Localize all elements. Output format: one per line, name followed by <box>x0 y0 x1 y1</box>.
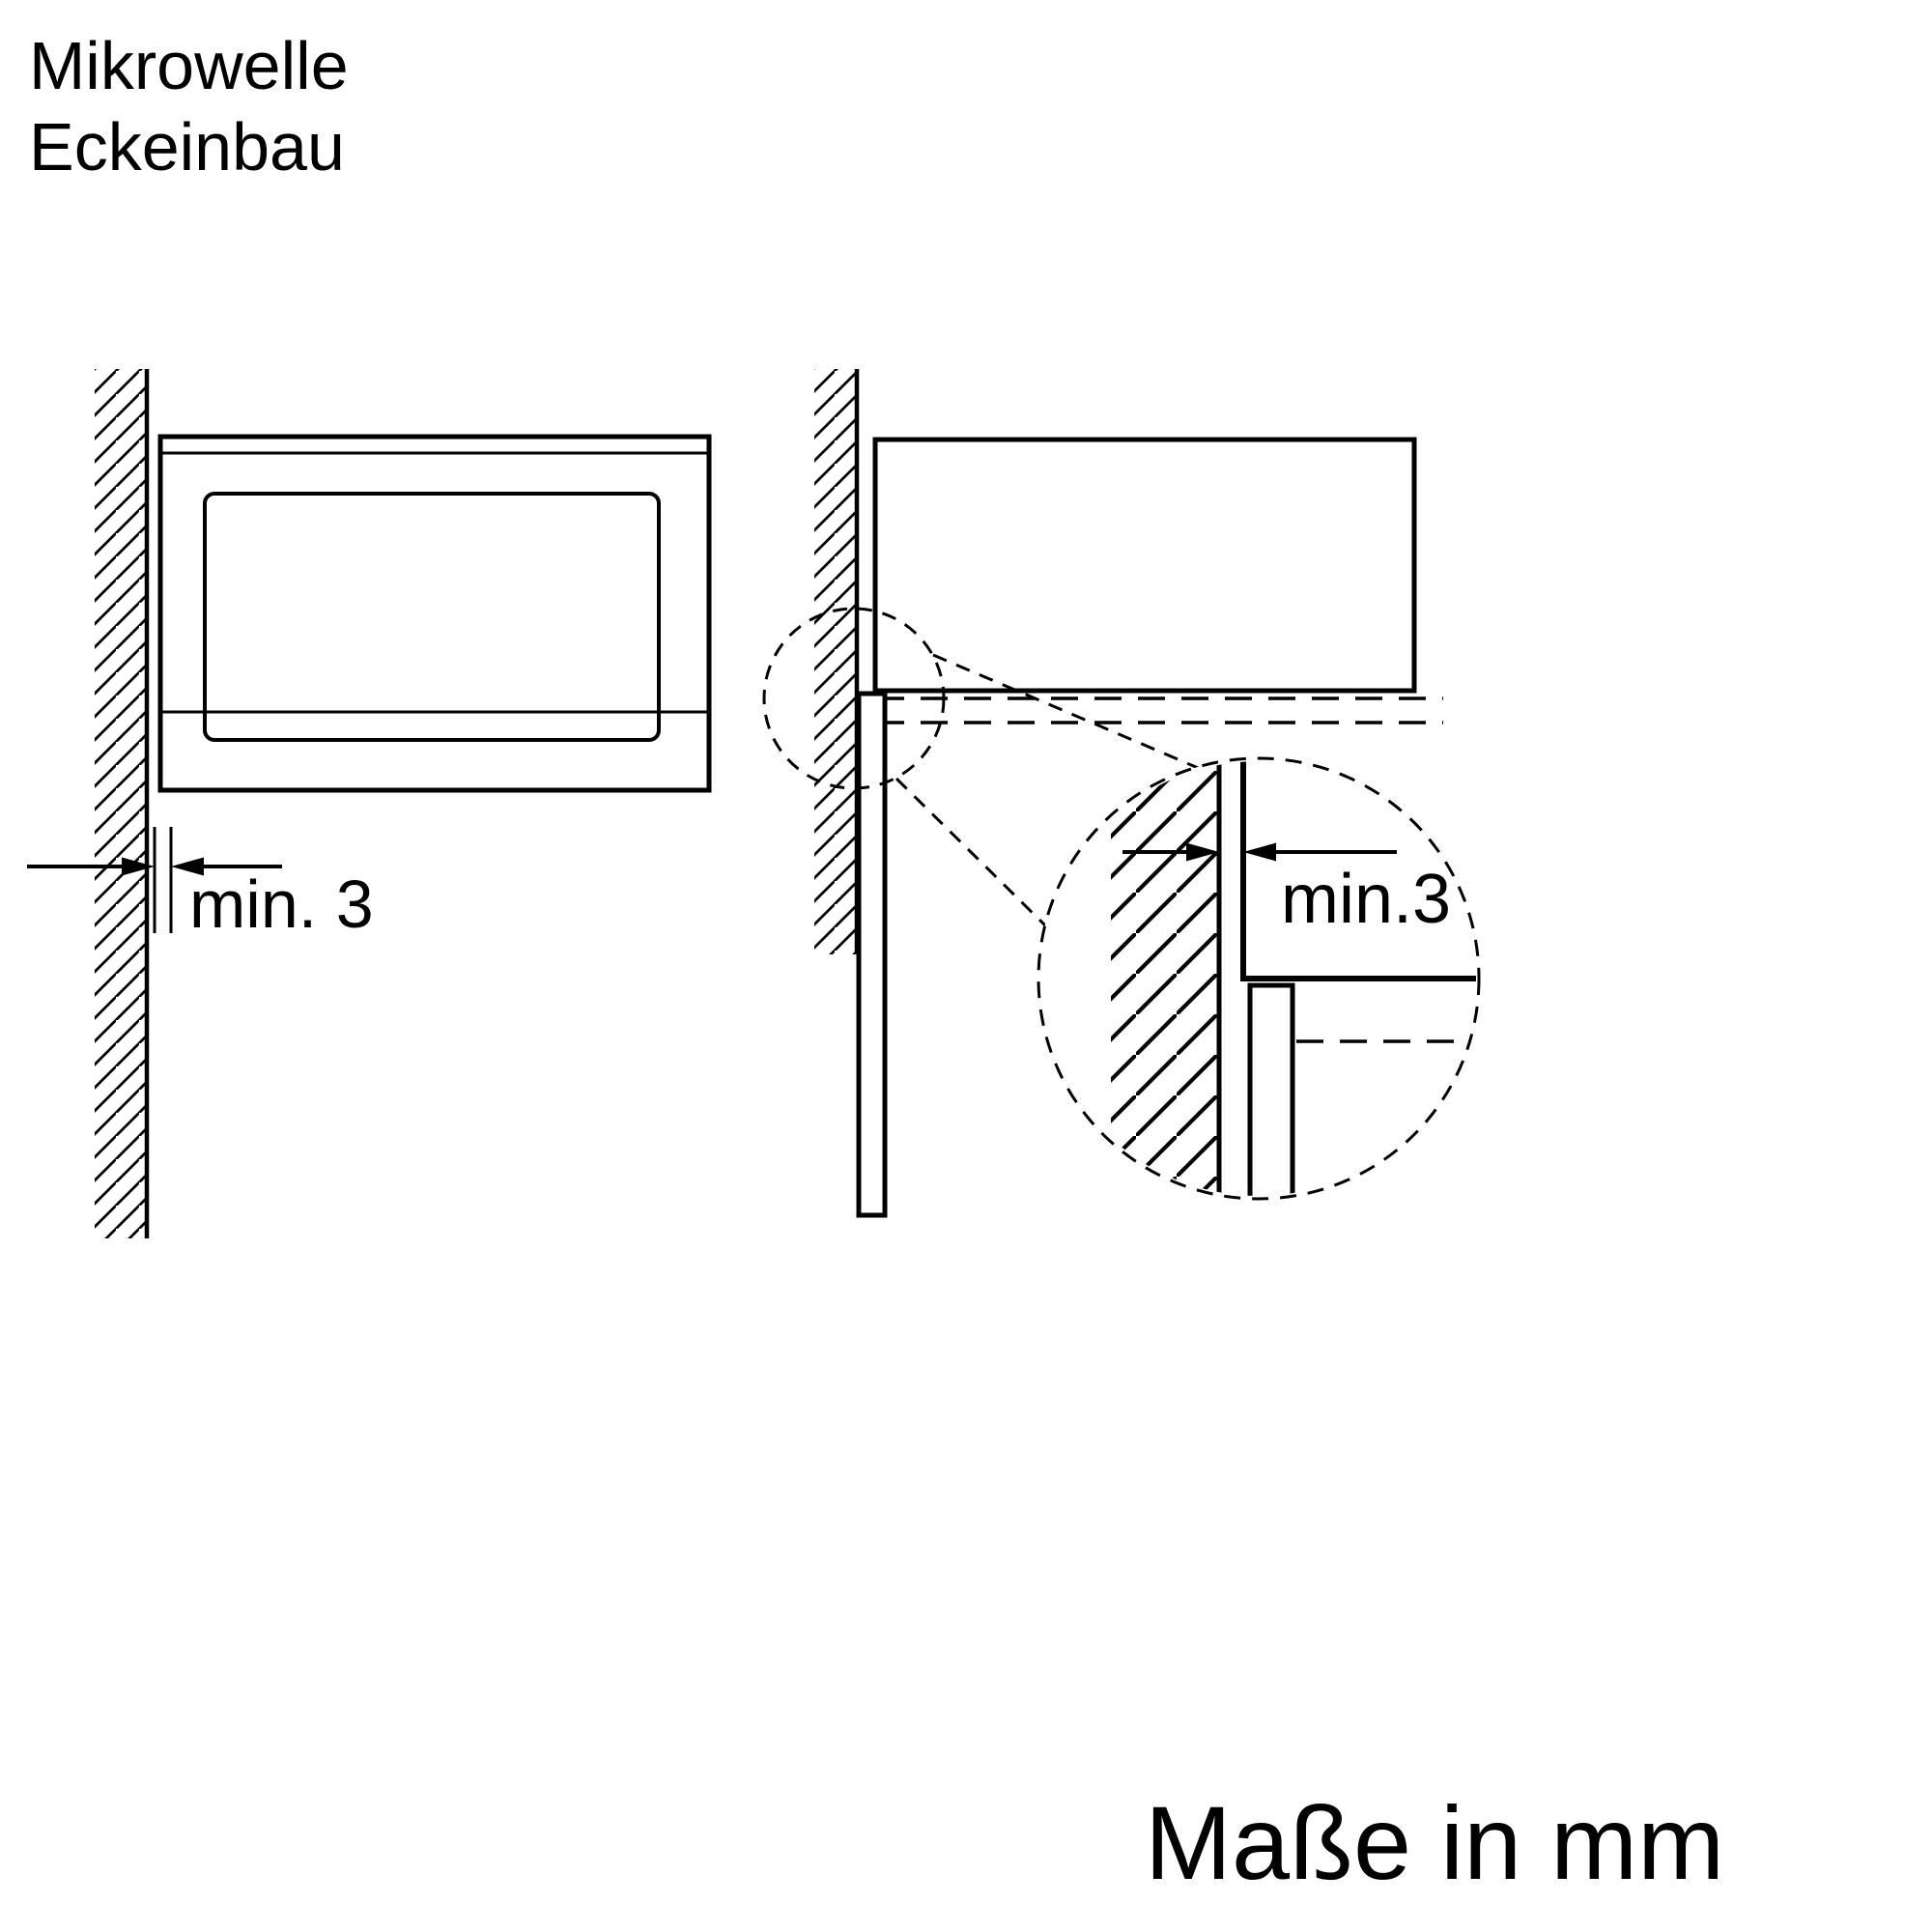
detail-dimension-label: min.3 <box>1281 861 1451 938</box>
detail-source-circle <box>762 607 946 790</box>
microwave-side-outline <box>872 437 1417 694</box>
detail-cabinet-corner <box>1240 761 1476 981</box>
wall-hatch-left <box>95 369 147 1238</box>
detail-arrow-left-head <box>1186 842 1219 862</box>
front-dimension: min. 3 <box>27 827 374 942</box>
units-label: Maße in mm <box>1145 1784 1724 1901</box>
front-dimension-label: min. 3 <box>189 867 374 942</box>
front-view: min. 3 <box>27 369 712 1238</box>
dimension-arrow-right-head <box>171 857 204 876</box>
detail-contents <box>1111 761 1476 1196</box>
detail-dimension: min.3 <box>1122 842 1451 938</box>
detail-view: min.3 <box>1037 756 1481 1201</box>
page-title-line2: Eckeinbau <box>29 109 345 185</box>
detail-connector-lower <box>895 777 1047 927</box>
door-panel <box>856 691 888 1218</box>
microwave-front-outline <box>157 434 712 793</box>
side-view <box>762 369 1443 1218</box>
microwave-door-window <box>203 492 661 742</box>
wall-hatch-side <box>814 369 857 954</box>
page-title-line1: Mikrowelle <box>29 28 349 103</box>
detail-door-panel <box>1247 982 1295 1196</box>
detail-arrow-right-head <box>1243 842 1276 862</box>
detail-wall-hatch <box>1111 761 1219 1196</box>
dimension-arrow-left-head <box>122 857 155 876</box>
